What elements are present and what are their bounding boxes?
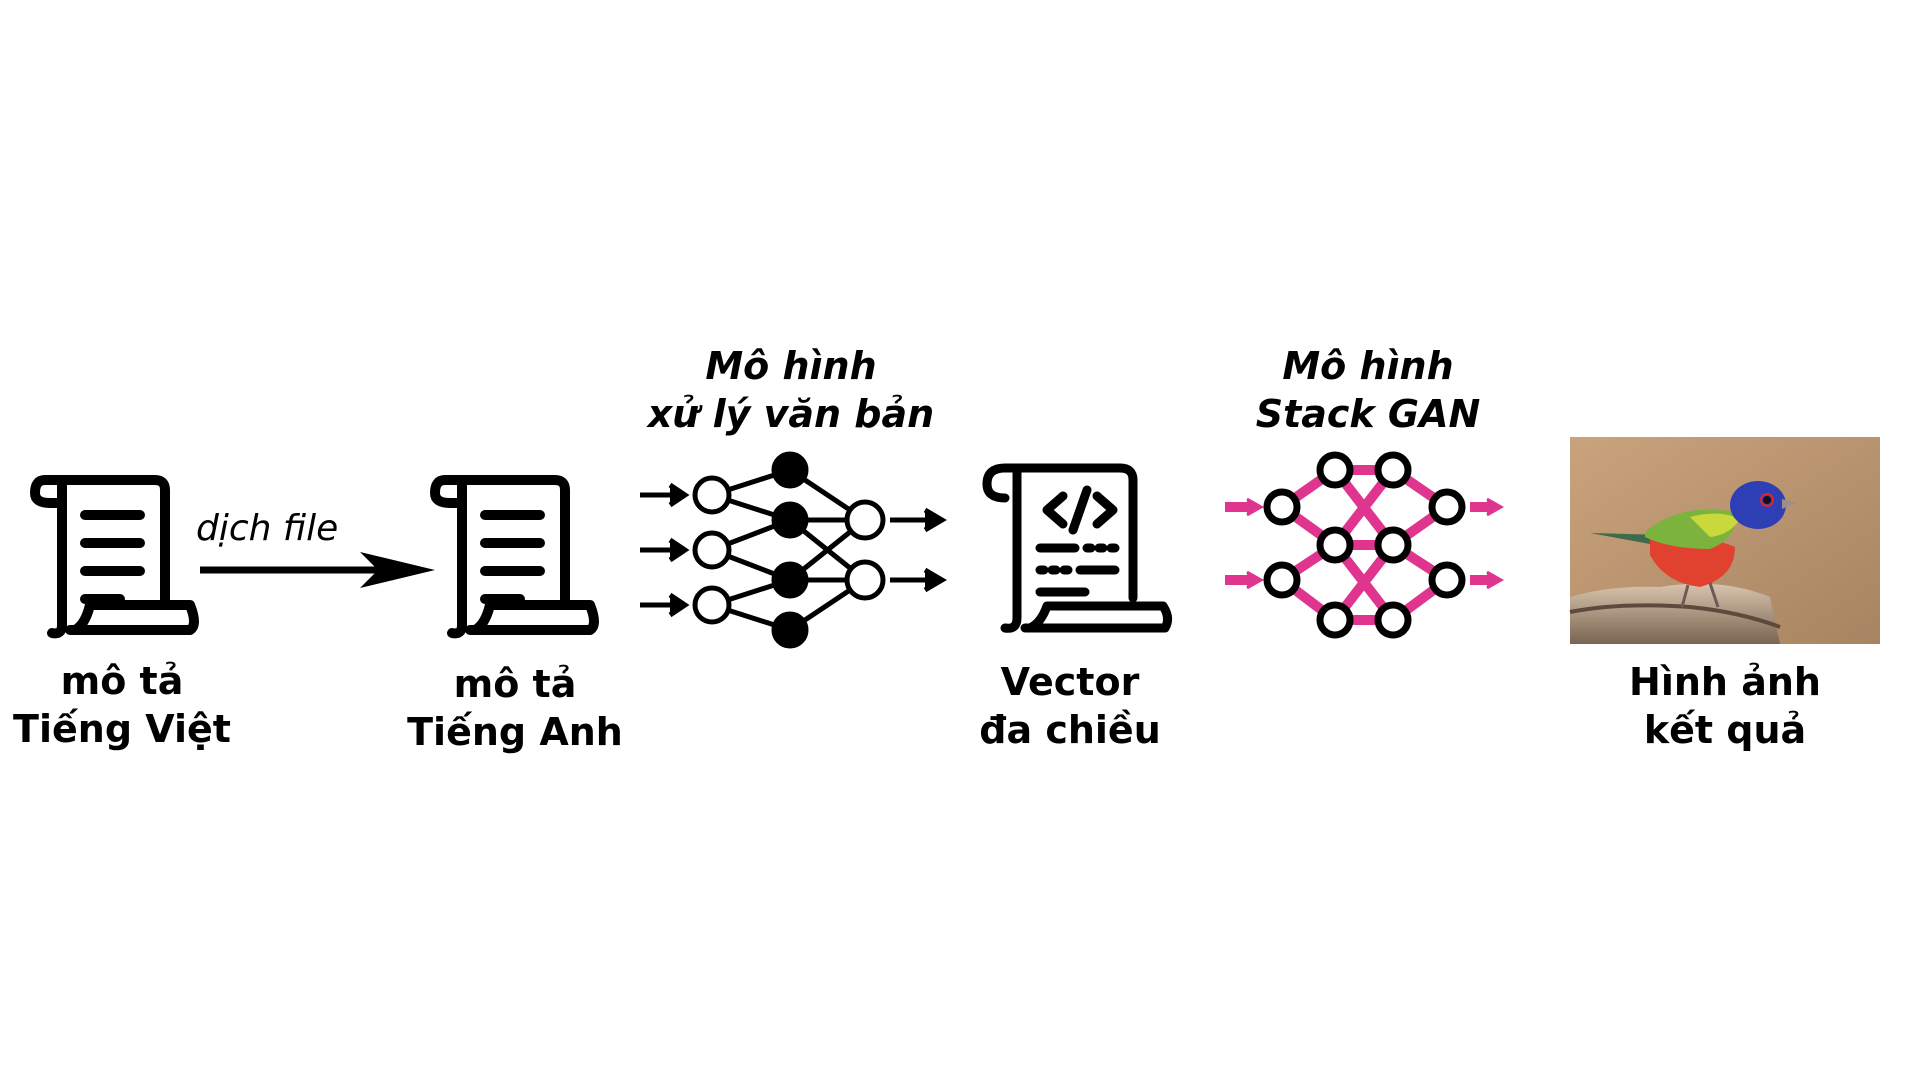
gan-network-icon [1225, 451, 1505, 639]
scroll-document-icon [30, 475, 199, 639]
bird-photo [1569, 437, 1880, 644]
scroll-document-icon [430, 475, 599, 639]
edge-label-translate: dịch file [196, 508, 339, 549]
code-scroll-icon [982, 463, 1173, 633]
translate-arrow [200, 552, 435, 588]
neural-network-icon [640, 451, 947, 649]
